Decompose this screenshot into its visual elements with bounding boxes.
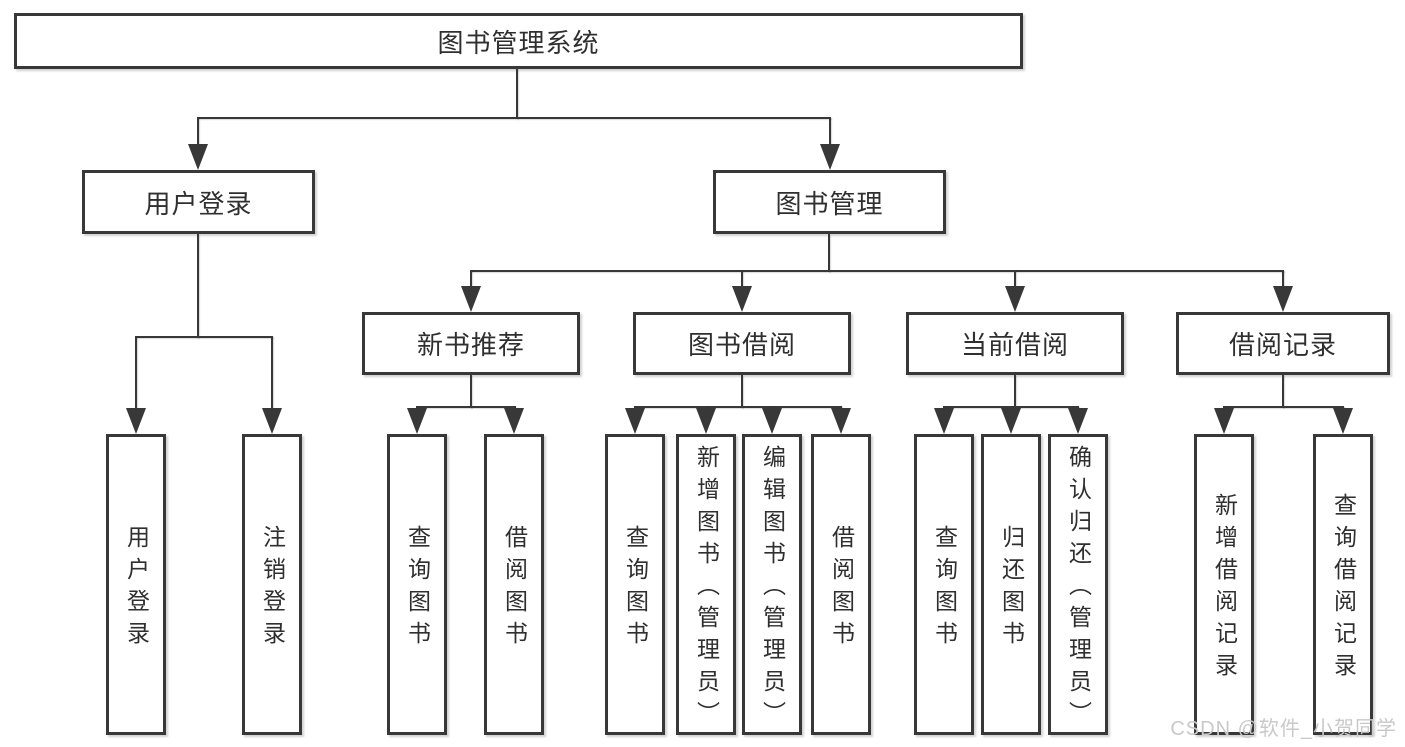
leaf-label: 归还图书 [998, 525, 1025, 653]
leaf-label: 新增借阅记录 [1211, 493, 1238, 685]
arrow-down-icon [1005, 286, 1025, 312]
arrow-down-icon [126, 408, 146, 434]
node-label: 图书管理系统 [437, 27, 600, 58]
connector-line [470, 270, 1284, 272]
leaf-label: 编辑图书（管理员） [759, 445, 786, 733]
arrow-down-icon [1214, 408, 1234, 434]
leaf-query-books-recommend: 查询图书 [387, 434, 447, 735]
leaf-label: 查询图书 [931, 525, 958, 653]
node-user-login: 用户登录 [82, 170, 315, 234]
leaf-add-books-admin: 新增图书（管理员） [676, 434, 736, 735]
arrow-down-icon [625, 408, 645, 434]
arrow-down-icon [1273, 286, 1293, 312]
connector-line [197, 117, 199, 147]
leaf-label: 注销登录 [259, 525, 286, 653]
arrow-down-icon [696, 408, 716, 434]
arrow-down-icon [504, 408, 524, 434]
connector-line [197, 234, 199, 338]
leaf-label: 用户登录 [123, 525, 150, 653]
node-label: 用户登录 [144, 188, 253, 219]
leaf-borrow-books-recommend: 借阅图书 [484, 434, 544, 735]
node-borrowing-records: 借阅记录 [1176, 312, 1390, 375]
node-label: 新书推荐 [416, 330, 525, 360]
connector-line [1223, 406, 1344, 408]
leaf-label: 新增图书（管理员） [693, 445, 720, 733]
csdn-watermark: CSDN @软件_小贺同学 [1170, 718, 1397, 740]
connector-line [741, 375, 743, 408]
node-library-management-system: 图书管理系统 [14, 13, 1023, 69]
leaf-query-borrow-record: 查询借阅记录 [1313, 434, 1373, 735]
connector-line [1282, 375, 1284, 408]
connector-line [470, 270, 472, 290]
connector-line [1014, 270, 1016, 290]
arrow-down-icon [820, 144, 840, 170]
connector-line [1282, 270, 1284, 290]
arrow-down-icon [1068, 408, 1088, 434]
leaf-label: 查询图书 [404, 525, 431, 653]
node-book-borrowing: 图书借阅 [633, 312, 851, 375]
arrow-down-icon [934, 408, 954, 434]
leaf-label: 查询图书 [622, 525, 649, 653]
leaf-label: 查询借阅记录 [1330, 493, 1357, 685]
leaf-add-borrow-record: 新增借阅记录 [1194, 434, 1254, 735]
leaf-borrow-books: 借阅图书 [811, 434, 871, 735]
arrow-down-icon [262, 408, 282, 434]
arrow-down-icon [1001, 408, 1021, 434]
arrow-down-icon [407, 408, 427, 434]
leaf-query-books-borrow: 查询图书 [605, 434, 665, 735]
leaf-label: 借阅图书 [501, 525, 528, 653]
connector-line [135, 336, 273, 338]
leaf-edit-books-admin: 编辑图书（管理员） [742, 434, 802, 735]
leaf-confirm-return-admin: 确认归还（管理员） [1048, 434, 1108, 735]
connector-line [741, 270, 743, 290]
node-label: 图书管理 [775, 188, 884, 219]
leaf-return-books: 归还图书 [981, 434, 1041, 735]
node-label: 借阅记录 [1228, 330, 1337, 360]
leaf-user-login: 用户登录 [106, 434, 166, 735]
arrow-down-icon [732, 286, 752, 312]
arrow-down-icon [188, 144, 208, 170]
leaf-query-books-current: 查询图书 [914, 434, 974, 735]
arrow-down-icon [461, 286, 481, 312]
connector-line [271, 336, 273, 412]
connector-line [416, 406, 516, 408]
connector-line [516, 69, 518, 119]
connector-line [470, 375, 472, 408]
node-book-management: 图书管理 [713, 170, 946, 234]
connector-line [1014, 375, 1016, 408]
connector-line [829, 117, 831, 147]
node-new-book-recommend: 新书推荐 [362, 312, 580, 375]
arrow-down-icon [762, 408, 782, 434]
leaf-logout: 注销登录 [242, 434, 302, 735]
leaf-label: 确认归还（管理员） [1065, 445, 1092, 733]
arrow-down-icon [831, 408, 851, 434]
connector-line [135, 336, 137, 412]
connector-line [828, 234, 830, 272]
node-current-borrowing: 当前借阅 [906, 312, 1124, 375]
connector-line [634, 406, 842, 408]
arrow-down-icon [1333, 408, 1353, 434]
leaf-label: 借阅图书 [828, 525, 855, 653]
node-label: 当前借阅 [960, 330, 1069, 360]
node-label: 图书借阅 [687, 330, 796, 360]
connector-line [197, 117, 831, 119]
